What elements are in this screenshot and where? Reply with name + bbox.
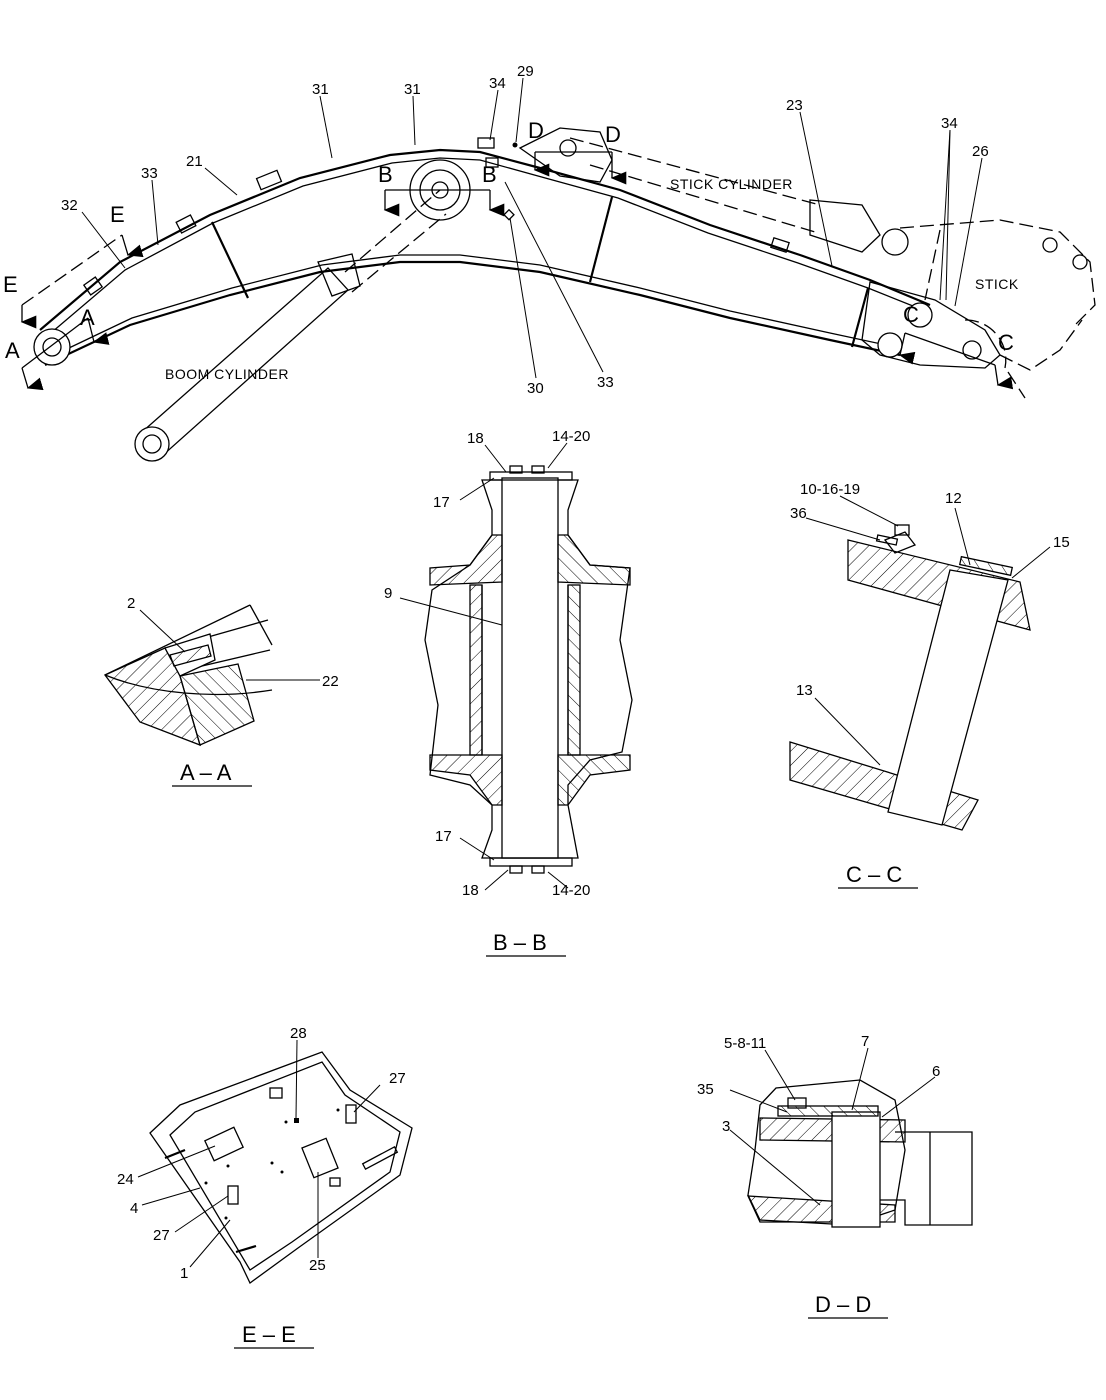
callout-10-16-19: 10-16-19 xyxy=(800,481,860,498)
callout-31b: 31 xyxy=(404,81,421,98)
callout-12: 12 xyxy=(945,490,962,507)
callout-32: 32 xyxy=(61,197,78,214)
callout-14-20b: 14-20 xyxy=(552,882,590,899)
stick-cylinder-label: STICK CYLINDER xyxy=(670,176,793,192)
marker-e-left: E xyxy=(3,272,18,297)
callout-6: 6 xyxy=(932,1063,940,1080)
callout-4: 4 xyxy=(130,1200,138,1217)
section-b-b: 18 14-20 17 9 17 18 14-20 B – B xyxy=(384,428,633,957)
marker-c-left: C xyxy=(903,302,919,327)
callout-7: 7 xyxy=(861,1033,869,1050)
section-title-b-b: B – B xyxy=(493,930,547,955)
section-title-c-c: C – C xyxy=(846,862,902,887)
marker-b-left: B xyxy=(378,162,393,187)
callout-27b: 27 xyxy=(153,1227,170,1244)
callout-29: 29 xyxy=(517,63,534,80)
section-marker-e: E E xyxy=(3,202,144,329)
callout-17a: 17 xyxy=(433,494,450,511)
marker-b-right: B xyxy=(482,162,497,187)
stick-label: STICK xyxy=(975,276,1019,292)
callout-25: 25 xyxy=(309,1257,326,1274)
marker-d-left: D xyxy=(528,118,544,143)
callout-33b: 33 xyxy=(597,374,614,391)
callout-9: 9 xyxy=(384,585,392,602)
callout-18a: 18 xyxy=(467,430,484,447)
marker-d-right: D xyxy=(605,122,621,147)
callout-27a: 27 xyxy=(389,1070,406,1087)
callout-15: 15 xyxy=(1053,534,1070,551)
section-e-e: 28 27 24 4 27 1 25 E – E xyxy=(117,1025,413,1349)
callout-21: 21 xyxy=(186,153,203,170)
callout-5-8-11: 5-8-11 xyxy=(724,1035,766,1052)
marker-a-left: A xyxy=(5,338,20,363)
section-a-a: 2 22 A – A xyxy=(103,595,339,787)
section-d-d: 5-8-11 7 35 6 3 D – D xyxy=(697,1033,973,1319)
callout-17b: 17 xyxy=(435,828,452,845)
callout-14-20a: 14-20 xyxy=(552,428,590,445)
callout-31a: 31 xyxy=(312,81,329,98)
boom-cylinder xyxy=(134,189,447,462)
callout-30: 30 xyxy=(527,380,544,397)
callout-2: 2 xyxy=(127,595,135,612)
callout-36: 36 xyxy=(790,505,807,522)
stick-cylinder xyxy=(569,137,909,256)
marker-a-right: A xyxy=(80,305,95,330)
marker-e-right: E xyxy=(110,202,125,227)
callout-13: 13 xyxy=(796,682,813,699)
section-marker-b: B B xyxy=(378,162,505,217)
callout-26: 26 xyxy=(972,143,989,160)
boom-cylinder-label: BOOM CYLINDER xyxy=(165,366,289,382)
stick xyxy=(899,219,1096,399)
callout-18b: 18 xyxy=(462,882,479,899)
section-title-d-d: D – D xyxy=(815,1292,871,1317)
boom-assembly: A A E E B B D D xyxy=(3,63,1096,462)
callout-23: 23 xyxy=(786,97,803,114)
callout-1: 1 xyxy=(180,1265,188,1282)
section-marker-d: D D xyxy=(528,118,627,185)
section-title-a-a: A – A xyxy=(180,760,232,785)
callout-34a: 34 xyxy=(489,75,506,92)
callout-33a: 33 xyxy=(141,165,158,182)
section-title-e-e: E – E xyxy=(242,1322,296,1347)
section-marker-a: A A xyxy=(5,305,110,391)
callout-28: 28 xyxy=(290,1025,307,1042)
callout-22: 22 xyxy=(322,673,339,690)
callout-3: 3 xyxy=(722,1118,730,1135)
marker-c-right: C xyxy=(998,330,1014,355)
section-marker-c: C C xyxy=(898,302,1014,390)
section-c-c: 10-16-19 12 36 15 13 C – C xyxy=(789,481,1070,889)
callout-35: 35 xyxy=(697,1081,714,1098)
callout-34b: 34 xyxy=(941,115,958,132)
callout-24: 24 xyxy=(117,1171,134,1188)
